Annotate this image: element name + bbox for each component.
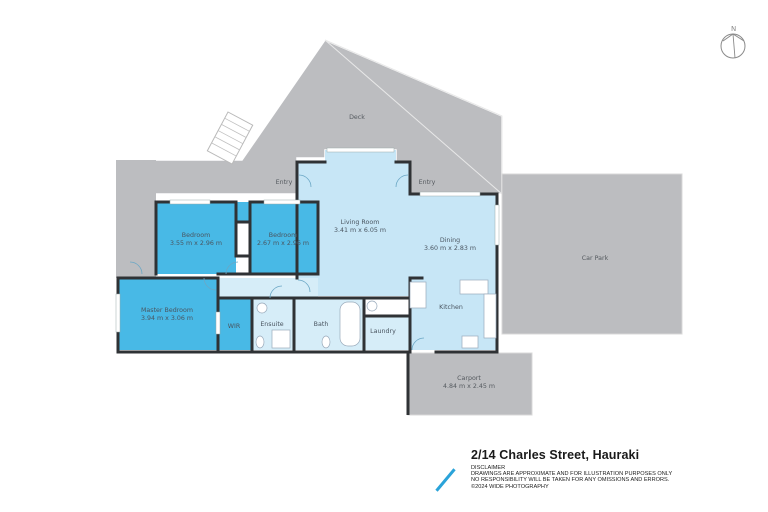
kitchen-bench-side <box>483 293 497 339</box>
disclaimer-copyright: ©2024 WIDE PHOTOGRAPHY <box>471 483 549 490</box>
kitchen-pantry <box>409 281 427 309</box>
label-bedroom-1: Bedroom <box>182 232 210 239</box>
carport-area <box>407 352 533 416</box>
size-master-bedroom: 3.94 m x 3.06 m <box>141 315 193 322</box>
property-address: 2/14 Charles Street, Hauraki <box>471 448 640 462</box>
size-living-room: 3.41 m x 6.05 m <box>334 227 386 234</box>
bedroom-1-area <box>156 202 236 274</box>
fixtures <box>255 279 497 349</box>
size-bedroom-2: 2.67 m x 2.96 m <box>257 240 309 247</box>
deck-outline <box>324 39 503 196</box>
label-laundry: Laundry <box>370 328 396 335</box>
label-ensuite: Ensuite <box>260 321 283 328</box>
disclaimer-heading: DISCLAIMER <box>471 465 506 471</box>
bathtub <box>339 301 361 347</box>
deck-side-strip <box>116 160 156 278</box>
living-area <box>297 150 497 350</box>
laundry-area <box>364 316 410 350</box>
size-dining: 3.60 m x 2.83 m <box>424 245 476 252</box>
laundry-tub <box>366 300 378 312</box>
shower <box>271 329 291 349</box>
bedroom-2-area <box>250 202 318 274</box>
ensuite-basin <box>256 302 268 314</box>
master-bedroom-area <box>118 278 218 350</box>
label-master-bedroom: Master Bedroom <box>141 307 193 314</box>
label-living-room: Living Room <box>341 219 380 226</box>
label-entry-left: Entry <box>276 179 293 186</box>
compass-north-label: N <box>731 25 736 33</box>
label-carport: Carport <box>457 375 481 382</box>
label-bath: Bath <box>314 321 329 328</box>
toilet-ensuite <box>255 335 265 349</box>
disclaimer-line-2: NO RESPONSIBILITY WILL BE TAKEN FOR ANY … <box>471 477 670 484</box>
label-bedroom-2: Bedroom <box>269 232 297 239</box>
hallway <box>218 278 318 298</box>
wir-area <box>218 298 252 350</box>
kitchen-bench-top <box>459 279 489 295</box>
doors <box>129 174 425 351</box>
label-car-park: Car Park <box>582 255 609 262</box>
deck-stairs <box>206 111 254 165</box>
north-arrow-icon: N <box>720 25 746 59</box>
closet-area <box>236 202 250 222</box>
compass: N <box>716 22 750 66</box>
car-park-area <box>501 173 683 335</box>
size-carport: 4.84 m x 2.45 m <box>443 383 495 390</box>
disclaimer-line-1: DRAWINGS ARE APPROXIMATE AND FOR ILLUSTR… <box>471 471 673 478</box>
label-entry-right: Entry <box>419 179 436 186</box>
label-kitchen: Kitchen <box>439 304 463 311</box>
size-bedroom-1: 3.55 m x 2.96 m <box>170 240 222 247</box>
label-wir: WIR <box>228 323 241 330</box>
disclaimer-block: DISCLAIMER DRAWINGS ARE APPROXIMATE AND … <box>471 465 672 490</box>
windows <box>115 147 500 335</box>
kitchen-hob <box>461 335 479 349</box>
label-dining: Dining <box>440 237 460 244</box>
label-deck: Deck <box>349 114 365 121</box>
toilet-bath <box>321 335 331 349</box>
